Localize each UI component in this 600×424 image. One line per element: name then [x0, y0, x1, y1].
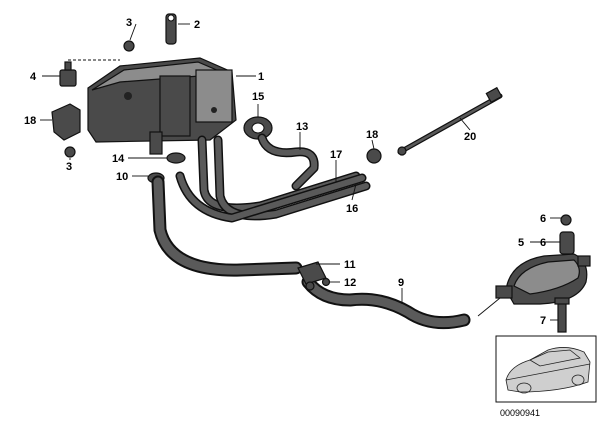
- callout-13: 13: [296, 121, 308, 133]
- rubber-mount-4: [59, 61, 77, 87]
- callout-14: 14: [112, 153, 125, 165]
- hose-clamp-11: [297, 261, 327, 291]
- grommet-14: [166, 152, 186, 164]
- hose-clamp-15: [243, 116, 273, 140]
- vehicle-location-inset: [495, 335, 597, 403]
- hose-bundle-16-17: [175, 135, 371, 223]
- rod-20: [397, 86, 503, 156]
- callout-15: 15: [252, 91, 264, 103]
- auxiliary-heater-unit: [87, 57, 237, 155]
- bracket-18-left: [51, 103, 81, 141]
- callout-6-spacer: 6: [540, 237, 546, 249]
- callout-18-right: 18: [366, 129, 378, 141]
- main-hose: [151, 175, 303, 277]
- callout-7: 7: [540, 315, 546, 327]
- callout-10: 10: [116, 171, 128, 183]
- callout-6-top: 6: [540, 213, 546, 225]
- leader-lines: [40, 23, 561, 321]
- hose-13: [257, 133, 319, 191]
- screw-12: [321, 277, 331, 287]
- callout-3-bottom: 3: [66, 161, 72, 173]
- callout-16: 16: [346, 203, 358, 215]
- nut-6-top: [560, 214, 572, 226]
- reference-number: 00090941: [500, 408, 540, 418]
- callout-18-left: 18: [24, 115, 36, 127]
- mounting-bolt-2: [165, 13, 177, 45]
- callout-11: 11: [344, 259, 356, 271]
- hose-clamp-18-right: [366, 148, 382, 164]
- spacer-6: [559, 231, 575, 255]
- callout-12: 12: [344, 277, 356, 289]
- callout-1: 1: [258, 71, 264, 83]
- callout-4: 4: [30, 71, 37, 83]
- nut-3-top: [123, 40, 135, 52]
- nut-3-bottom: [64, 146, 76, 158]
- hose-9: [301, 275, 471, 330]
- callout-3-top: 3: [126, 17, 132, 29]
- car-silhouette: [505, 347, 591, 394]
- callout-9: 9: [398, 277, 404, 289]
- callout-numbers: 3 2 4 1 18 15 13 18 20 17 3 14 10 16 6 5…: [24, 17, 546, 327]
- muffler-5: [495, 253, 591, 305]
- callout-5: 5: [518, 237, 524, 249]
- bolt-7: [554, 297, 570, 333]
- callout-17: 17: [330, 149, 342, 161]
- callout-20: 20: [464, 131, 476, 143]
- callout-2: 2: [194, 19, 200, 31]
